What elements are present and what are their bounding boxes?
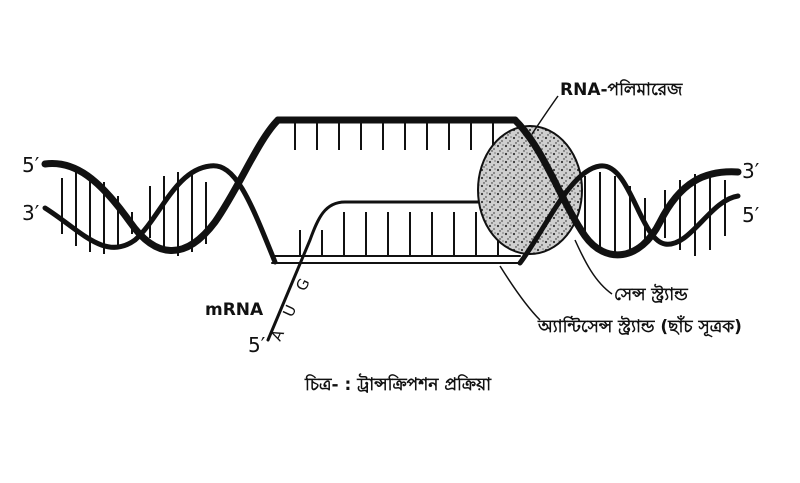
transcription-bubble [266,116,522,342]
antisense-strand-label: অ্যান্টিসেন্স স্ট্র্যান্ড (ছাঁচ সূত্রক) [537,315,742,338]
right-helix-rungs [584,172,726,256]
codon-letter-g: G [292,276,313,294]
sense-strand-label: সেন্স স্ট্র্যান্ড [614,283,689,305]
right-helix [511,116,742,266]
mrna-five-prime-label: 5′ [248,333,266,357]
rna-polymerase-leader [531,95,559,135]
left-helix [41,116,282,265]
sense-strand-rungs [294,122,494,150]
rna-polymerase-enzyme [477,125,583,255]
mrna-label: mRNA [205,300,264,320]
antisense-strand-leader [499,265,541,321]
leader-lines [499,95,613,321]
five-prime-left-top-label: 5′ [22,153,40,177]
five-prime-right-bottom-label: 5′ [742,203,760,227]
codon-letter-a: A [267,326,288,344]
figure-caption: চিত্র- : ট্রান্সক্রিপশন প্রক্রিয়া [304,373,492,395]
mrna-strand [266,200,522,342]
three-prime-right-top-label: 3′ [742,159,760,183]
rna-polymerase-label: RNA-পলিমারেজ [560,78,683,100]
three-prime-left-bottom-label: 3′ [22,201,40,225]
sense-strand-leader [574,239,613,295]
codon-letter-u: U [279,302,300,320]
antisense-strand-rungs [299,212,499,256]
